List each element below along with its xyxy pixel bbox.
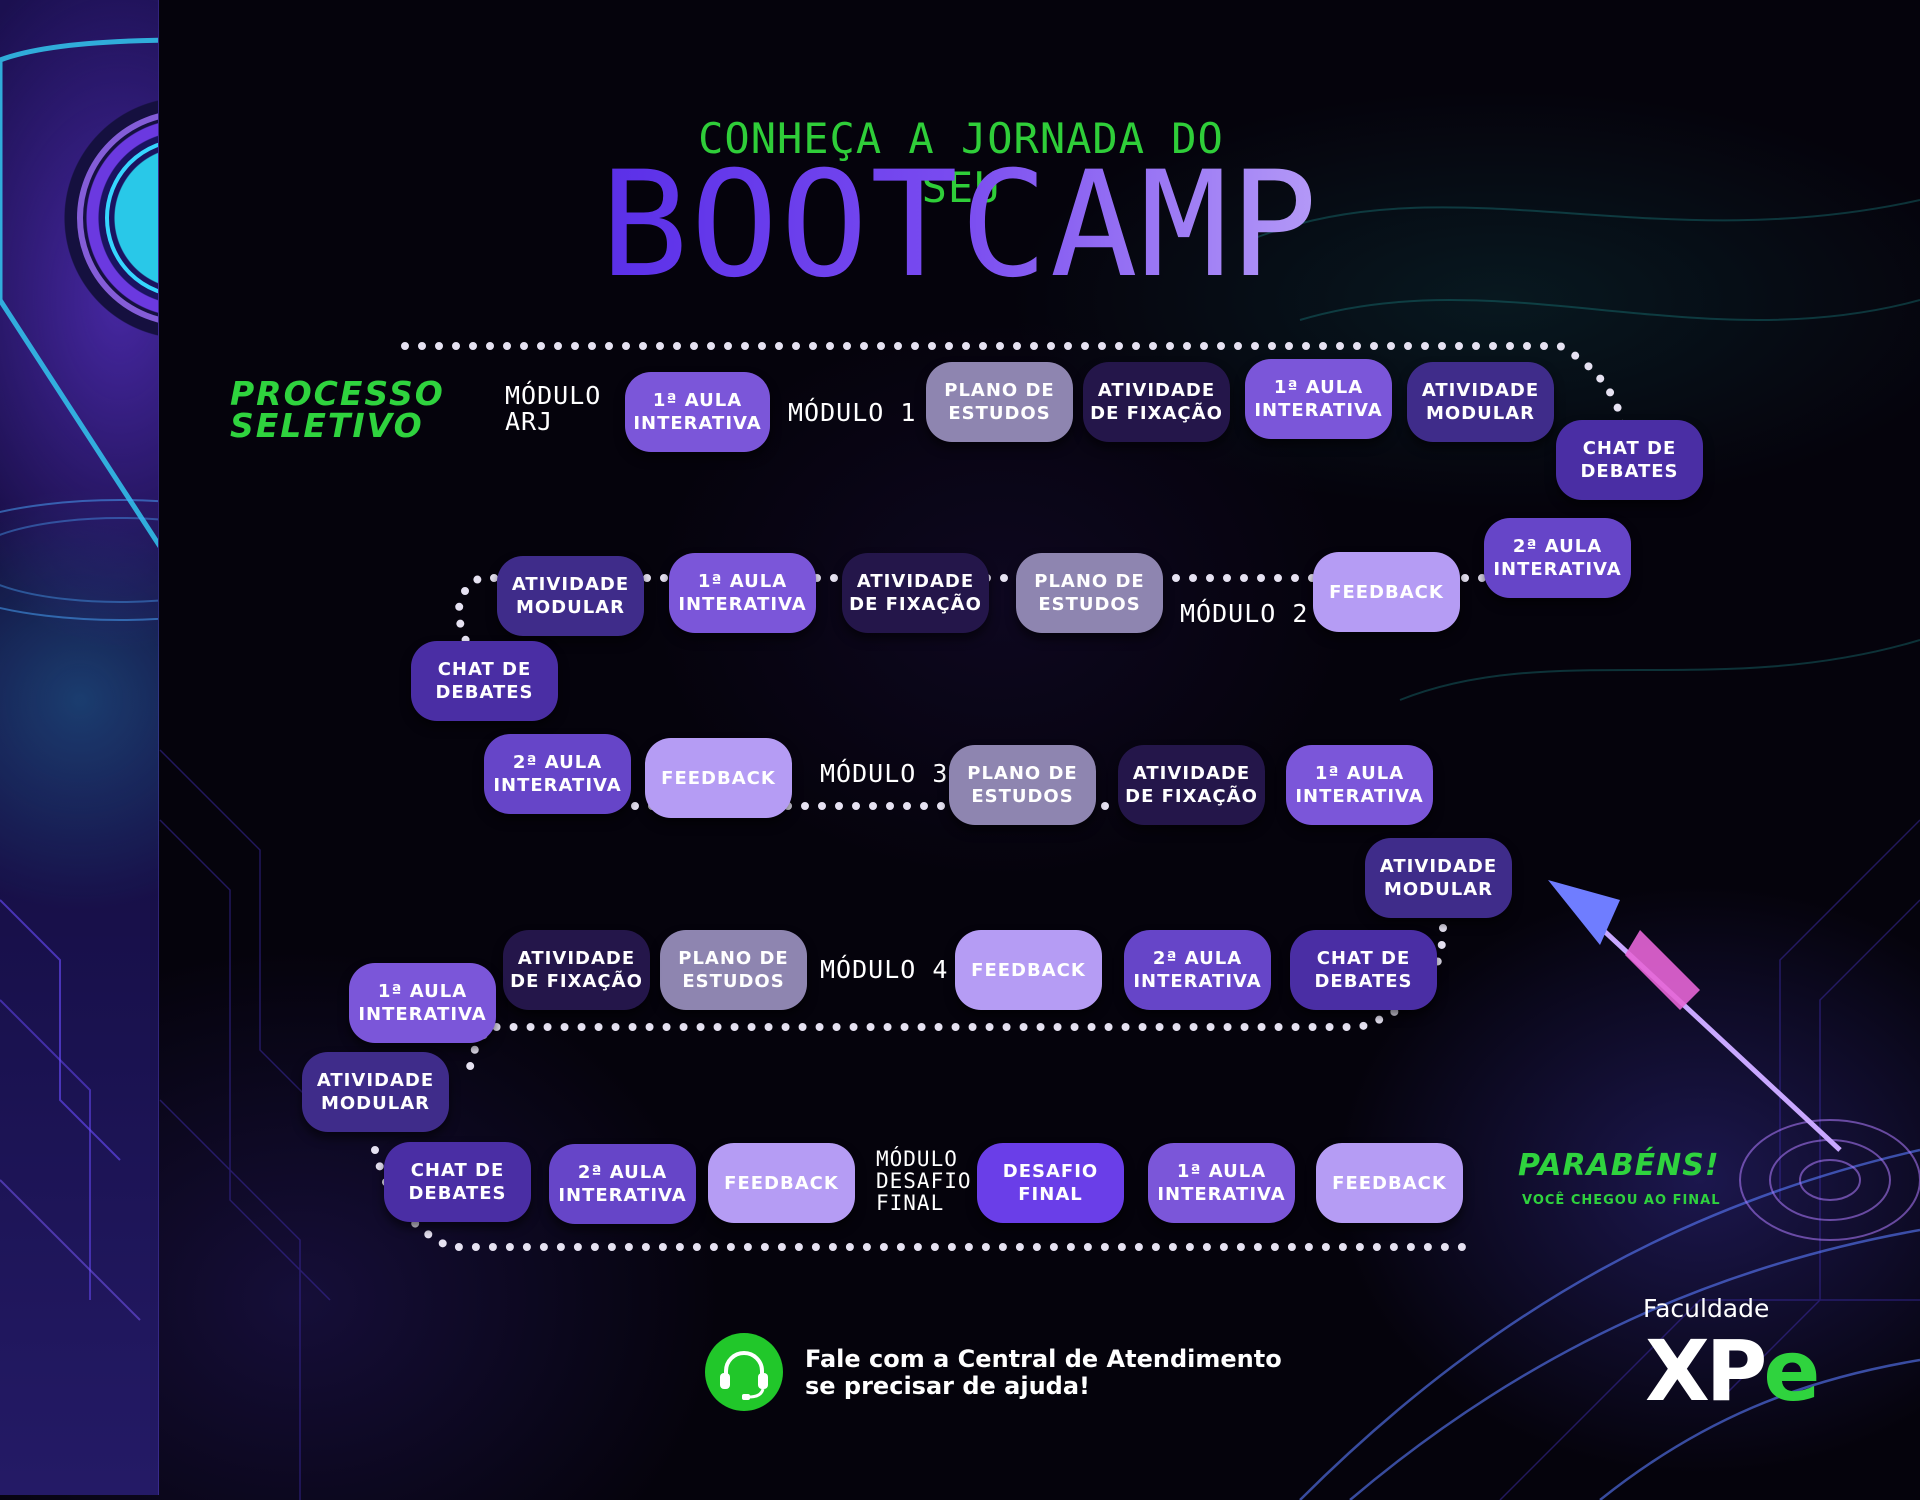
logo-main-text: XP [1645,1322,1767,1420]
step-1a-aula-interativa: 1ª AULA INTERATIVA [1148,1143,1295,1223]
step-plano-de-estudos: PLANO DE ESTUDOS [949,745,1096,825]
support-text: Fale com a Central de Atendimento se pre… [805,1345,1282,1400]
step-atividade-de-fixacao: ATIVIDADE DE FIXAÇÃO [1118,745,1265,825]
step-2a-aula-interativa: 2ª AULA INTERATIVA [549,1144,696,1224]
module-arj-label: MÓDULO ARJ [505,381,602,436]
page-subtitle: CONHEÇA A JORNADA DO SEU [698,114,1224,212]
step-2a-aula-interativa: 2ª AULA INTERATIVA [1484,518,1631,598]
step-feedback: FEEDBACK [1313,552,1460,632]
step-atividade-modular: ATIVIDADE MODULAR [1365,838,1512,918]
parabens-subtitle: VOCÊ CHEGOU AO FINAL [1522,1193,1721,1208]
module-4-label: MÓDULO 4 [820,955,949,984]
parabens-title: PARABÉNS! [1518,1148,1720,1183]
step-plano-de-estudos: PLANO DE ESTUDOS [1016,553,1163,633]
page-title: BOOTCAMP [600,140,1320,310]
step-1a-aula-interativa: 1ª AULA INTERATIVA [1286,745,1433,825]
processo-seletivo-label: PROCESSO SELETIVO [230,374,445,445]
faculdade-xp-logo: XPe [1645,1322,1820,1420]
step-plano-de-estudos: PLANO DE ESTUDOS [926,362,1073,442]
arrow-icon [1548,880,1842,1152]
step-atividade-de-fixacao: ATIVIDADE DE FIXAÇÃO [503,930,650,1010]
module-2-label: MÓDULO 2 [1180,599,1309,628]
step-2a-aula-interativa: 2ª AULA INTERATIVA [1124,930,1271,1010]
step-feedback: FEEDBACK [708,1143,855,1223]
step-atividade-modular: ATIVIDADE MODULAR [1407,362,1554,442]
module-3-label: MÓDULO 3 [820,759,949,788]
step-1a-aula-interativa: 1ª AULA INTERATIVA [669,553,816,633]
step-2a-aula-interativa: 2ª AULA INTERATIVA [484,734,631,814]
step-feedback: FEEDBACK [955,930,1102,1010]
step-feedback: FEEDBACK [645,738,792,818]
step-chat-de-debates: CHAT DE DEBATES [1290,930,1437,1010]
step-atividade-modular: ATIVIDADE MODULAR [497,556,644,636]
step-1a-aula-interativa: 1ª AULA INTERATIVA [1245,359,1392,439]
module-1-label: MÓDULO 1 [788,398,917,427]
step-atividade-de-fixacao: ATIVIDADE DE FIXAÇÃO [1083,362,1230,442]
module-final-label: MÓDULO DESAFIO FINAL [876,1147,972,1215]
step-plano-de-estudos: PLANO DE ESTUDOS [660,930,807,1010]
step-atividade-modular: ATIVIDADE MODULAR [302,1052,449,1132]
headset-icon[interactable] [705,1333,783,1411]
logo-accent-text: e [1763,1322,1820,1420]
location-pin-panel [0,0,159,1495]
step-atividade-de-fixacao: ATIVIDADE DE FIXAÇÃO [842,553,989,633]
step-chat-de-debates: CHAT DE DEBATES [1556,420,1703,500]
location-pin-icon [0,37,158,548]
step-1a-aula-interativa: 1ª AULA INTERATIVA [625,372,770,452]
step-feedback: FEEDBACK [1316,1143,1463,1223]
step-1a-aula-interativa: 1ª AULA INTERATIVA [349,963,496,1043]
step-chat-de-debates: CHAT DE DEBATES [384,1142,531,1222]
step-desafio-final: DESAFIO FINAL [977,1143,1124,1223]
step-chat-de-debates: CHAT DE DEBATES [411,641,558,721]
brand-label: Faculdade [1643,1294,1770,1323]
